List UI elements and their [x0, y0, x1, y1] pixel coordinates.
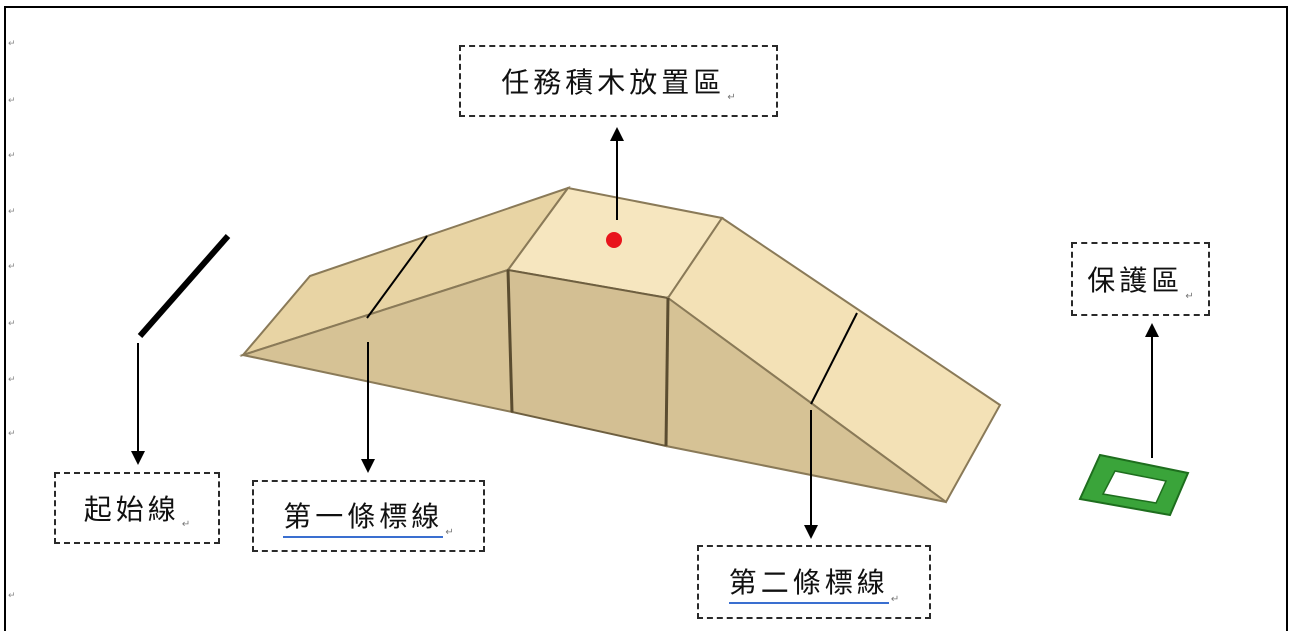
- protect-area-label-box: 保護區 ↵: [1071, 242, 1210, 316]
- first-line-label: 第一條標線: [283, 495, 444, 538]
- diagram-frame: [4, 6, 1288, 631]
- paragraph-mark: ↵: [8, 39, 16, 49]
- task-area-label-box: 任務積木放置區 ↵: [459, 45, 778, 117]
- task-area-dot: [606, 232, 622, 248]
- paragraph-mark: ↵: [8, 151, 16, 161]
- return-mark: ↵: [727, 92, 736, 103]
- paragraph-mark: ↵: [8, 375, 16, 385]
- start-line-label-box: 起始線 ↵: [54, 472, 220, 544]
- paragraph-mark: ↵: [8, 319, 16, 329]
- ramp-edge: [664, 297, 670, 447]
- second-line-label-box: 第二條標線 ↵: [697, 545, 931, 619]
- ramp-edge: [506, 269, 514, 413]
- second-marking-line: [810, 312, 858, 405]
- return-mark: ↵: [445, 527, 454, 538]
- protect-area-label: 保護區: [1087, 264, 1184, 297]
- start-line-label: 起始線: [83, 493, 180, 526]
- return-mark: ↵: [890, 594, 900, 605]
- first-line-label-box: 第一條標線 ↵: [252, 480, 485, 552]
- first-marking-line: [366, 235, 428, 319]
- paragraph-mark: ↵: [8, 262, 16, 272]
- ramp-block: [239, 186, 1002, 504]
- task-area-label: 任務積木放置區: [501, 66, 726, 99]
- paragraph-mark: ↵: [8, 429, 16, 439]
- paragraph-mark: ↵: [8, 207, 16, 217]
- return-mark: ↵: [1185, 291, 1194, 302]
- return-mark: ↵: [181, 519, 191, 530]
- start-line-mark: [137, 234, 231, 338]
- paragraph-mark: ↵: [8, 96, 16, 106]
- paragraph-mark: ↵: [8, 591, 16, 601]
- center-front: [506, 268, 670, 448]
- protection-zone-square: [1078, 453, 1190, 517]
- second-line-label: 第二條標線: [728, 561, 889, 604]
